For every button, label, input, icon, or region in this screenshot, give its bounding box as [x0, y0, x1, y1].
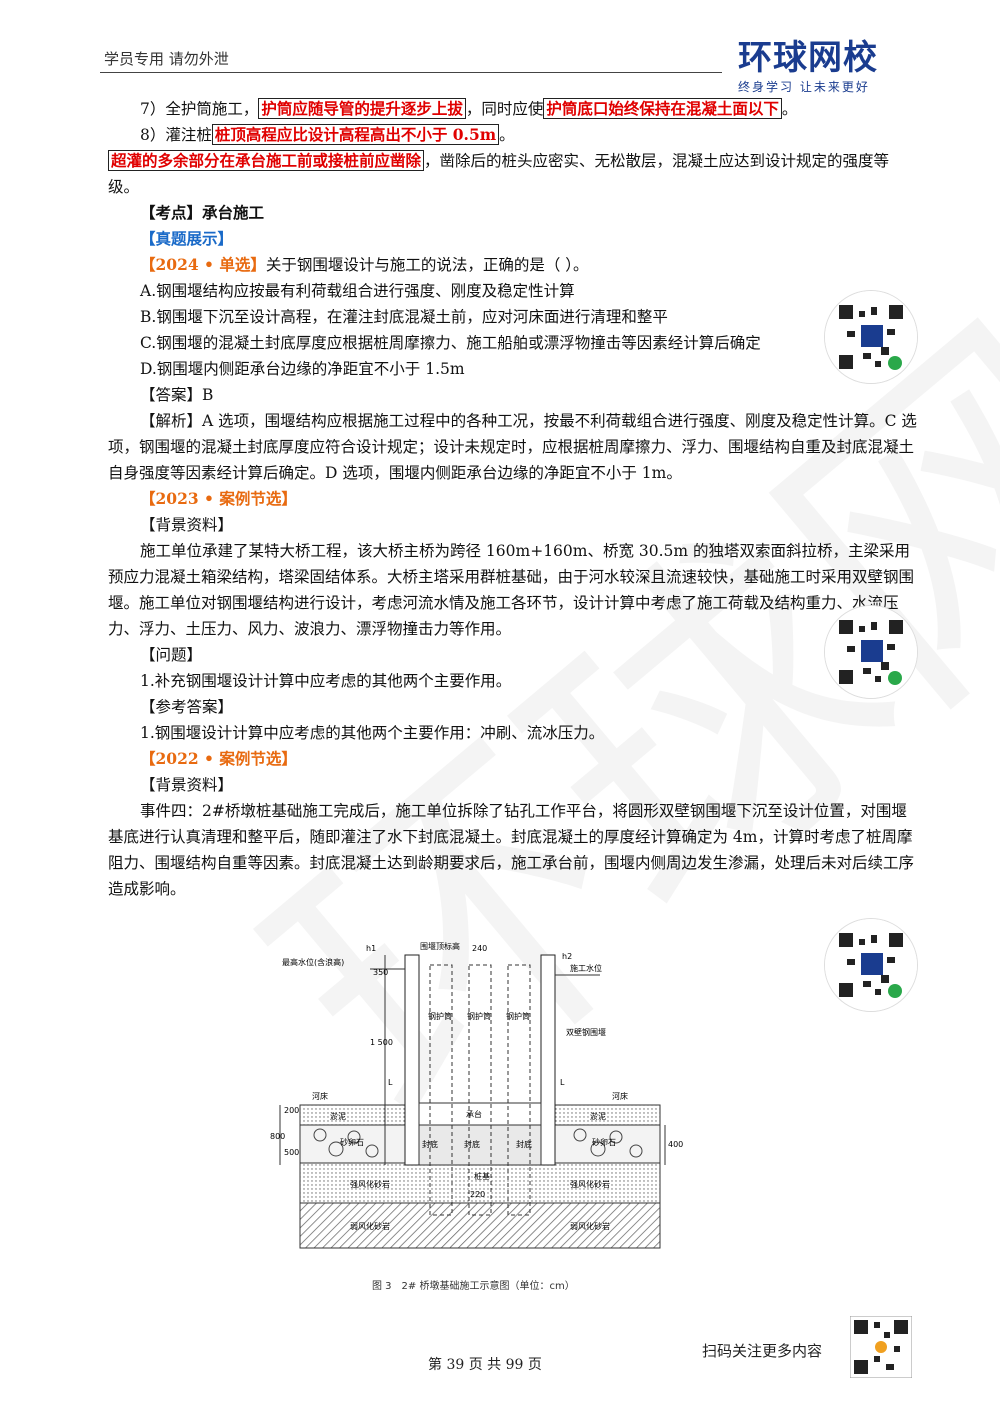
label-pile: 桩基	[474, 1171, 490, 1181]
pier-foundation-diagram: 最高水位(含浪高) h1 围堰顶标高 240 施工水位 h2 350 1 500…	[270, 935, 690, 1295]
highlight-overpour: 超灌的多余部分在承台施工前或接桩前应凿除	[108, 150, 425, 171]
label-350: 350	[373, 968, 388, 977]
highlight-casing-lift: 护筒应随导管的提升逐步上拔	[258, 98, 466, 119]
label-800: 800	[270, 1132, 285, 1141]
page-content: 7）全护筒施工，护筒应随导管的提升逐步上拔，同时应使护筒底口始终保持在混凝土面以…	[108, 96, 918, 902]
label-L-right: L	[560, 1078, 565, 1087]
case-2023-tag: 【2023 • 案例节选】	[140, 489, 297, 508]
analysis: 【解析】A 选项，围堰结构应根据施工过程中的各种工况，按最不利荷载组合进行强度、…	[108, 412, 917, 482]
label-weak-rock-right: 弱风化砂岩	[570, 1221, 610, 1231]
page-number: 第 39 页 共 99 页	[428, 1357, 542, 1373]
label-construction-water: 施工水位	[570, 963, 602, 973]
brand-logo: 环球网校 终身学习 让未来更好	[738, 40, 913, 100]
header-rule	[100, 72, 722, 73]
reference-label: 【参考答案】	[140, 698, 234, 716]
label-casing-2: 钢护筒	[467, 1011, 491, 1021]
label-max-water: 最高水位(含浪高)	[282, 957, 344, 967]
label-seal-3: 封底	[516, 1139, 532, 1149]
background-2023: 施工单位承建了某特大桥工程，该大桥主桥为跨径 160m+160m、桥宽 30.5…	[108, 542, 915, 638]
label-seal-1: 封底	[422, 1139, 438, 1149]
figure-caption: 图 3 2# 桥墩基础施工示意图（单位：cm）	[372, 1281, 575, 1292]
label-silt-right: 淤泥	[590, 1111, 606, 1121]
question-2024: 【2024 • 单选】关于钢围堰设计与施工的说法，正确的是（ ）。	[108, 252, 918, 278]
label-gravel-right: 砂卵石	[592, 1137, 616, 1147]
question-1: 1.补充钢围堰设计计算中应考虑的其他两个主要作用。	[140, 672, 512, 690]
qr-code-1[interactable]	[824, 290, 918, 384]
question-2024-tag: 【2024 • 单选】	[140, 255, 266, 274]
label-500: 500	[284, 1148, 299, 1157]
point-8-end: 。	[499, 126, 515, 144]
label-double-wall: 双壁钢围堰	[566, 1027, 606, 1037]
option-a: A.钢围堰结构应按最有利荷载组合进行强度、刚度及稳定性计算	[140, 282, 575, 300]
reference-answer-1: 1.钢围堰设计计算中应考虑的其他两个主要作用：冲刷、流冰压力。	[140, 724, 605, 742]
point-9: 超灌的多余部分在承台施工前或接桩前应凿除，凿除后的桩头应密实、无松散层，混凝土应…	[108, 148, 918, 200]
label-h1: h1	[366, 944, 376, 953]
option-c: C.钢围堰的混凝土封底厚度应根据桩周摩擦力、施工船舶或漂浮物撞击等因素经计算后确…	[140, 334, 761, 352]
brand-name: 环球网校	[738, 38, 878, 78]
label-gravel-left: 砂卵石	[340, 1137, 364, 1147]
point-7-end: 。	[781, 100, 798, 118]
qr-code-2[interactable]	[824, 605, 918, 699]
kaodian-heading: 【考点】承台施工	[140, 203, 265, 222]
option-b: B.钢围堰下沉至设计高程，在灌注封底混凝土前，应对河床面进行清理和整平	[140, 308, 668, 326]
label-strong-rock-left: 强风化砂岩	[350, 1179, 390, 1189]
label-silt-left: 淤泥	[330, 1111, 346, 1121]
scan-prompt: 扫码关注更多内容	[702, 1342, 823, 1360]
zhenti-heading: 【真题展示】	[140, 229, 234, 248]
point-7: 7）全护筒施工，护筒应随导管的提升逐步上拔，同时应使护筒底口始终保持在混凝土面以…	[108, 96, 918, 122]
option-d: D.钢围堰内侧距承台边缘的净距宜不小于 1.5m	[140, 360, 465, 378]
footer-qr-code[interactable]	[849, 1315, 913, 1379]
label-h2: h2	[562, 952, 572, 961]
label-casing-3: 钢护筒	[506, 1011, 530, 1021]
answer: 【答案】B	[140, 386, 214, 404]
label-cofferdam-top: 围堰顶标高	[420, 941, 460, 951]
point-7-text: 7）全护筒施工，	[140, 100, 259, 118]
point-8: 8）灌注桩桩顶高程应比设计高程高出不小于 0.5m。	[108, 122, 918, 148]
label-casing-1: 钢护筒	[428, 1011, 452, 1021]
label-L-left: L	[388, 1078, 393, 1087]
point-9-text: ，凿除后的桩头应密实、无松散层，混凝土应达到设计规定的强度等级。	[108, 152, 890, 196]
header-note: 学员专用 请勿外泄	[104, 50, 229, 68]
label-1500: 1 500	[370, 1038, 393, 1047]
question-label: 【问题】	[140, 646, 203, 664]
highlight-casing-bottom: 护筒底口始终保持在混凝土面以下	[543, 98, 782, 119]
brand-slogan: 终身学习 让未来更好	[738, 80, 870, 94]
label-riverbed-right: 河床	[612, 1091, 628, 1101]
background-label-2022: 【背景资料】	[140, 776, 234, 794]
question-2024-stem: 关于钢围堰设计与施工的说法，正确的是（ ）。	[265, 256, 589, 274]
background-label-2023: 【背景资料】	[140, 516, 234, 534]
highlight-pile-top: 桩顶高程应比设计高程高出不小于 0.5m	[211, 124, 500, 145]
point-7-mid: ，同时应使	[465, 100, 544, 118]
label-220: 220	[470, 1190, 485, 1199]
label-400: 400	[668, 1140, 683, 1149]
label-seal-2: 封底	[464, 1139, 480, 1149]
label-riverbed-left: 河床	[312, 1091, 328, 1101]
label-strong-rock-right: 强风化砂岩	[570, 1179, 610, 1189]
point-8-text: 8）灌注桩	[140, 126, 212, 144]
label-cap: 承台	[466, 1109, 482, 1119]
qr-code-3[interactable]	[824, 918, 918, 1012]
label-240: 240	[472, 944, 487, 953]
background-2022: 事件四：2#桥墩桩基础施工完成后，施工单位拆除了钻孔工作平台，将圆形双壁钢围堰下…	[108, 802, 915, 898]
case-2022-tag: 【2022 • 案例节选】	[140, 749, 297, 768]
label-weak-rock-left: 弱风化砂岩	[350, 1221, 390, 1231]
label-200: 200	[284, 1106, 299, 1115]
